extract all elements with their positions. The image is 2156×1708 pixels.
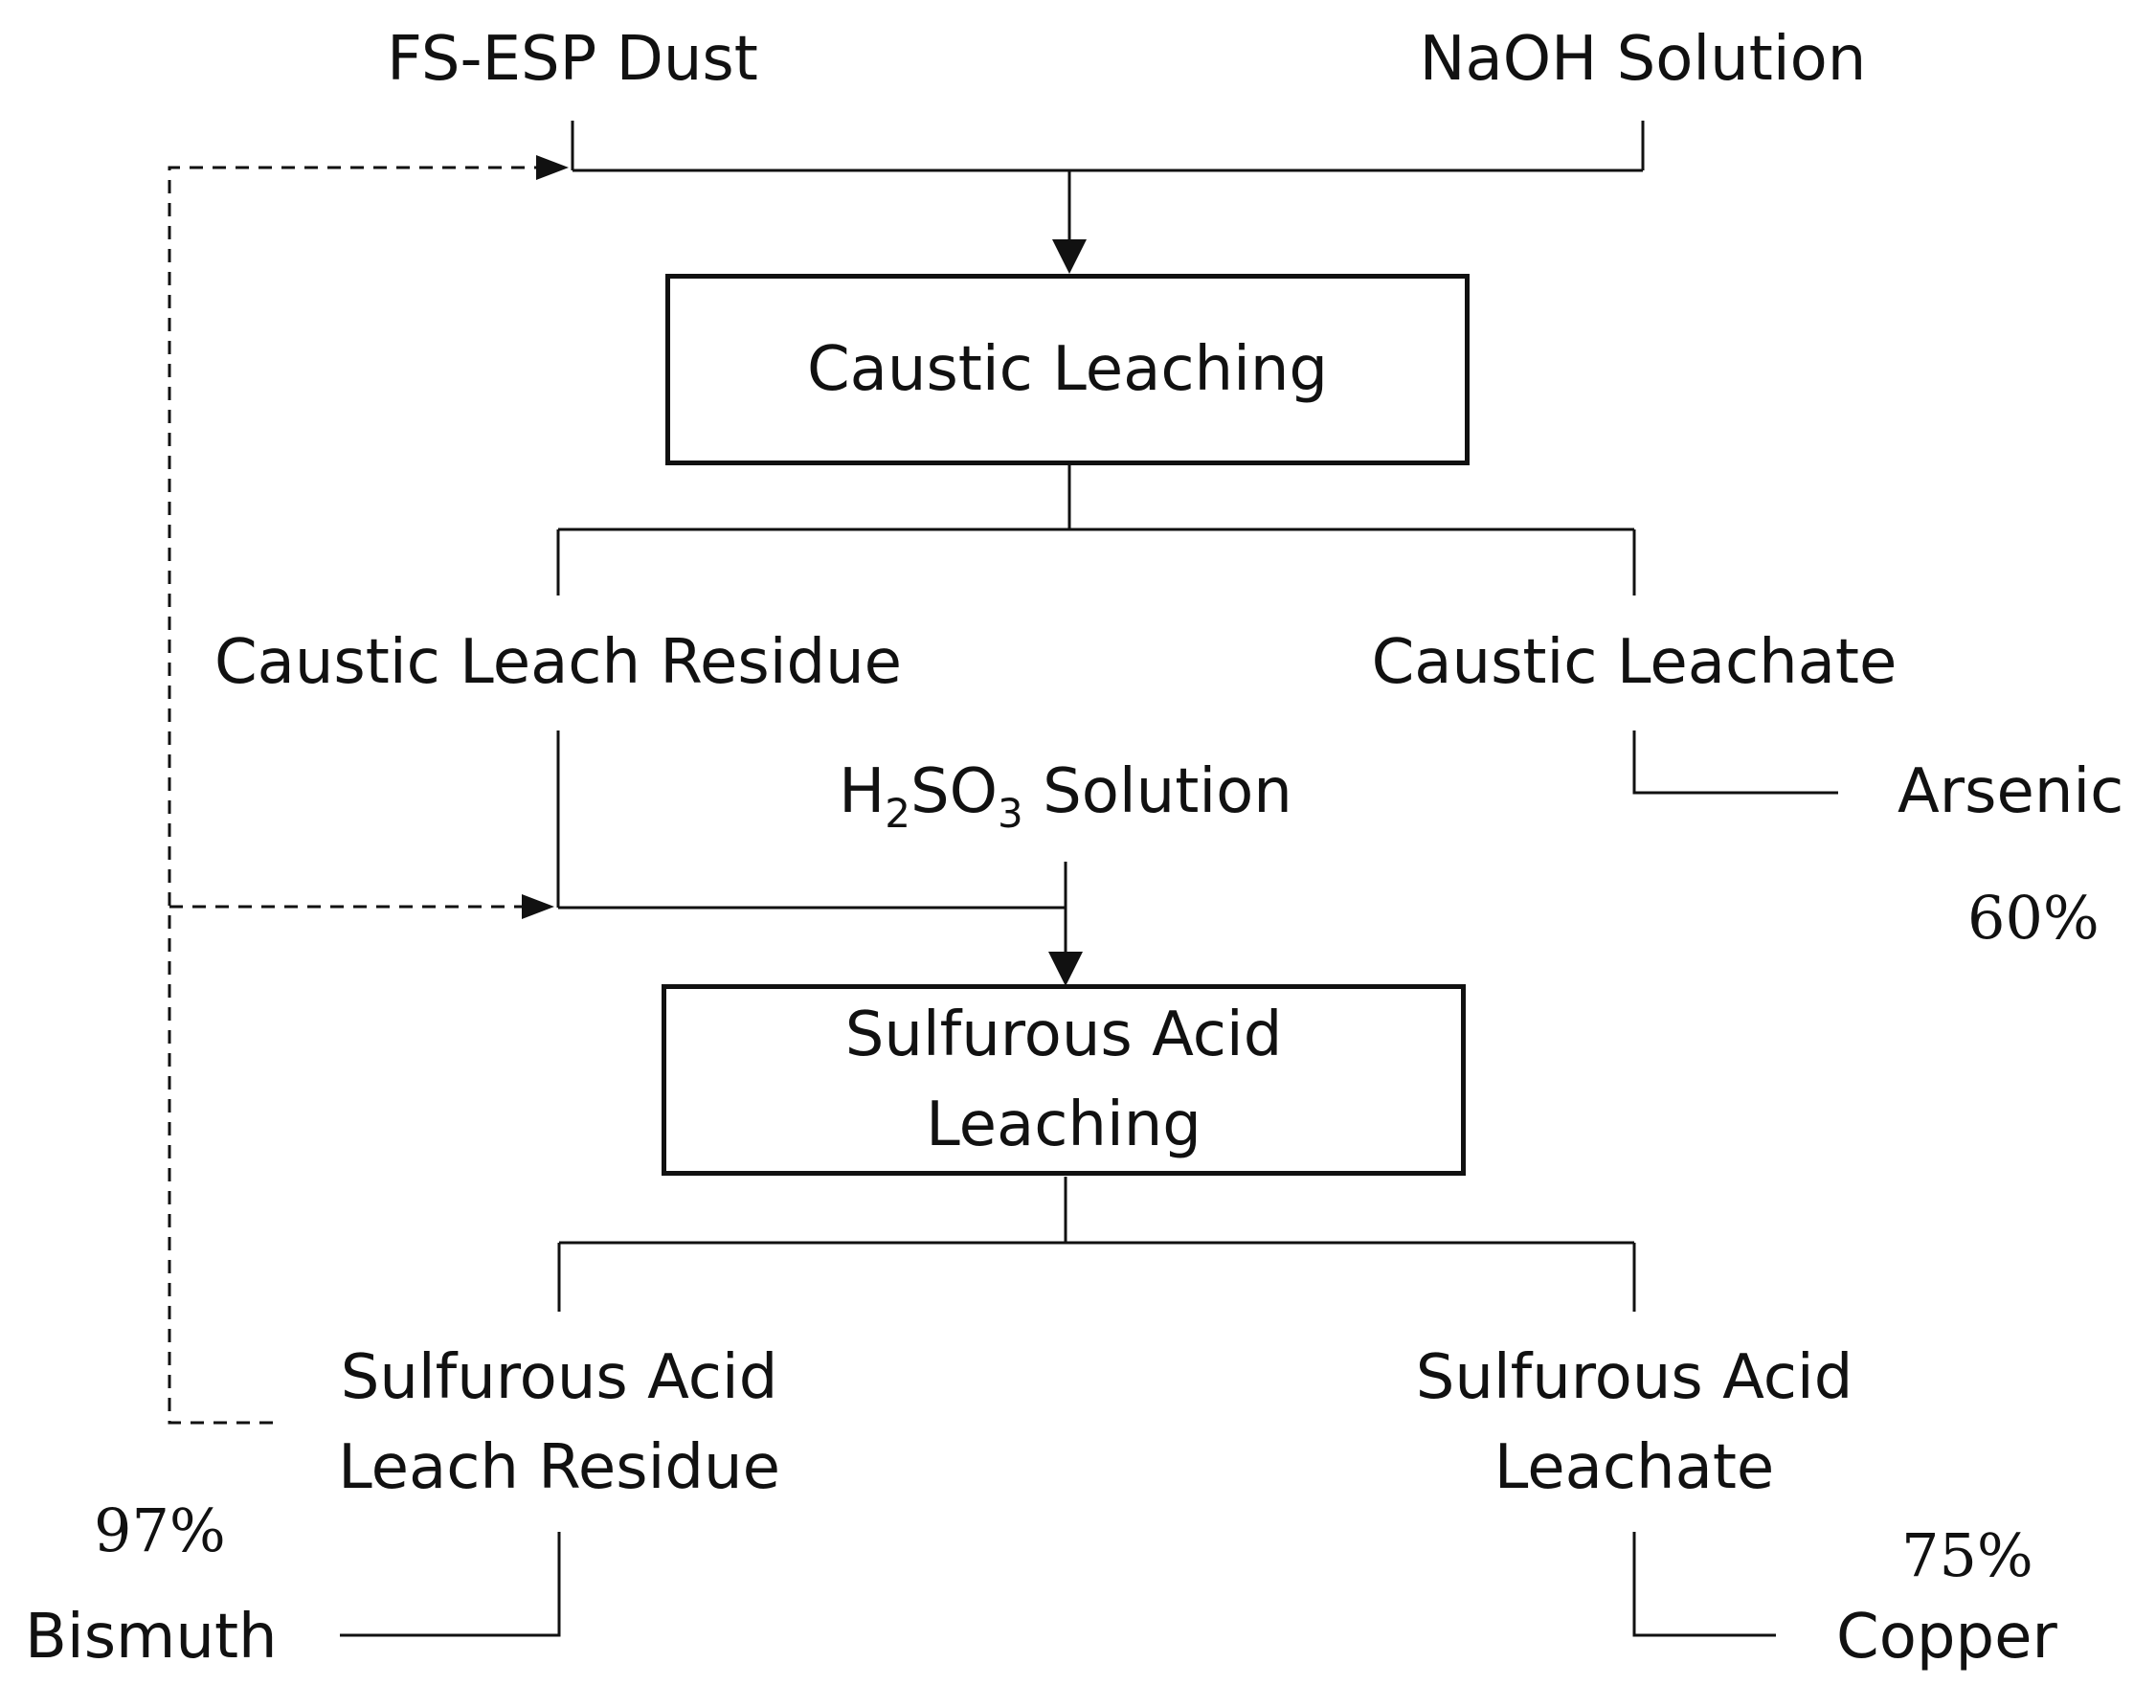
arsenic-line	[1632, 730, 1838, 795]
sa-residue-line2: Leach Residue	[338, 1432, 780, 1503]
recycle-to-caustic-line	[168, 166, 550, 1425]
sulfurous-acid-leaching-box: Sulfurous Acid Leaching	[662, 984, 1466, 1176]
caustic-leach-residue-label: Caustic Leach Residue	[213, 627, 903, 698]
caustic-leaching-box: Caustic Leaching	[665, 274, 1470, 465]
h2so3-h: H	[839, 756, 886, 827]
recycle-caustic-arrowhead	[536, 155, 569, 180]
bismuth-line	[340, 1532, 561, 1637]
caustic-leachate-label: Caustic Leachate	[1371, 627, 1898, 698]
sa-residue-line1: Sulfurous Acid	[340, 1342, 778, 1413]
sa-leachate-line1: Sulfurous Acid	[1415, 1342, 1853, 1413]
caustic-input-arrowhead	[1052, 239, 1087, 274]
copper-line	[1632, 1532, 1776, 1637]
bismuth-label: Bismuth	[25, 1602, 278, 1673]
copper-percent: 75%	[1901, 1520, 2033, 1590]
sulfurous-leaching-line2: Leaching	[926, 1090, 1202, 1160]
sa-leach-residue-label: Sulfurous Acid Leach Residue	[338, 1333, 780, 1513]
sa-leachate-line2: Leachate	[1493, 1432, 1775, 1503]
sulfurous-leaching-line1: Sulfurous Acid	[844, 1000, 1283, 1070]
h2so3-sub-3: 3	[998, 790, 1023, 837]
caustic-leaching-label: Caustic Leaching	[806, 334, 1329, 405]
h2so3-solution-label: H2SO3 Solution	[839, 761, 1292, 834]
h2so3-sub-2: 2	[885, 790, 911, 837]
bismuth-percent: 97%	[94, 1495, 226, 1565]
copper-label: Copper	[1836, 1602, 2057, 1673]
sa-input-arrowhead	[1048, 952, 1083, 986]
sulfurous-acid-leaching-label: Sulfurous Acid Leaching	[845, 990, 1283, 1170]
arsenic-percent: 60%	[1967, 883, 2100, 953]
sa-leachate-label: Sulfurous Acid Leachate	[1416, 1333, 1853, 1513]
arsenic-label: Arsenic	[1898, 756, 2124, 827]
fs-esp-dust-label: FS-ESP Dust	[387, 24, 758, 95]
h2so3-rest: Solution	[1022, 756, 1292, 827]
naoh-solution-label: NaOH Solution	[1419, 24, 1867, 95]
recycle-sulfurous-arrowhead	[522, 894, 554, 919]
h2so3-so: SO	[910, 756, 999, 827]
